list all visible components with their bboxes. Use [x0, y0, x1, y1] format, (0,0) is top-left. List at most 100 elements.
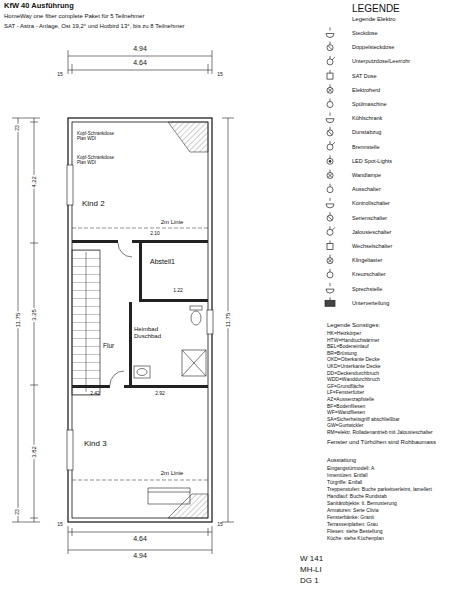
legend-symbol [330, 255, 331, 258]
room: Flur [103, 342, 114, 349]
plan-label: AZ=Aussenzapfstelle [327, 397, 374, 403]
plan-label: 15 [57, 72, 63, 78]
legend-symbol [330, 84, 331, 87]
plan-label: UKD=Unterkante Decke [327, 364, 381, 370]
plan-label: DG 1 [300, 577, 319, 586]
plan-label: 11.75 [15, 312, 22, 329]
plan-label: W 141 [300, 555, 323, 564]
room: Abstell1 [150, 258, 175, 266]
legend-text: Dunstabzug [352, 129, 381, 135]
legend-symbol [327, 87, 333, 93]
legend-symbol [328, 259, 332, 263]
plan-label: 3.25 [31, 308, 38, 322]
legend-text: Spülmaschine [352, 101, 387, 107]
plan-title: KfW 40 Ausführung [4, 2, 74, 10]
plan-label: Fliesen: siehe Bestellung [327, 529, 383, 535]
plan-label: Eingangstürmodell: A [327, 466, 374, 472]
legend-text: LED Spot-Lights [352, 158, 392, 164]
legend-symbol [330, 113, 331, 116]
legend-text: Kontrollschalter [352, 200, 390, 206]
legend-text: Kühlschrank [352, 115, 382, 121]
plan-label: Fensterbänke: Granit [327, 515, 374, 521]
legend-symbol [330, 141, 331, 144]
legend-symbol [328, 174, 332, 178]
plan-label: HomeWay one fiber complete Paket für 5 T… [4, 13, 144, 20]
legend-symbol [328, 88, 332, 92]
legend-symbol [330, 155, 331, 158]
room-name: Abstell1 [150, 258, 175, 266]
plan-label: 23 [15, 508, 21, 516]
legend-symbol [328, 131, 332, 135]
plan-label: Kopf-Schrankdose Plan WDI [77, 156, 117, 166]
plan-label: 2.42 [90, 391, 100, 397]
legend-symbol [330, 127, 331, 130]
room: Heimbad Duschbad [134, 326, 174, 339]
plan-label: 4.94 [133, 45, 147, 53]
legend-symbol [327, 130, 333, 136]
legend-symbol [330, 70, 331, 73]
legend-text: Ausschalter [352, 186, 381, 192]
plan-label: Türgriffe: Entfall [327, 480, 362, 486]
plan-label: Treppenstufen: Buche parkettverleimt, la… [327, 487, 432, 493]
plan-label: MH-LI [300, 566, 322, 575]
room: Kind 3 [84, 440, 107, 449]
plan-label: LF=Fensterfutter [327, 390, 364, 396]
legend-symbol [326, 204, 334, 208]
legend-symbol [330, 99, 331, 102]
legend-text: Brennstelle [352, 144, 380, 150]
legend-text: Steckdose [352, 30, 378, 36]
plan-label: SAT - Astra - Anlage, Ost 19,2° und Hotb… [4, 23, 185, 30]
plan-label: Fenster und Türhöhen sind Rohbaumass [327, 439, 439, 446]
plan-label: GF=Grundfläche [327, 384, 364, 390]
legend-symbol [327, 258, 333, 264]
legend-symbol [327, 187, 333, 193]
plan-label: Kopf-Schrankdose Plan WDI [77, 132, 117, 142]
legend-symbol [327, 73, 333, 79]
legend-symbol [332, 227, 335, 230]
legend-symbol [326, 33, 334, 34]
legend-symbol [332, 57, 335, 60]
plan-label: Armaturen: Serie Clivia [327, 508, 378, 514]
legend-symbol [326, 34, 334, 38]
plan-label: DD=Deckendurchbruch [327, 371, 379, 377]
legend-symbol [330, 198, 331, 201]
legend-symbol [328, 46, 332, 50]
legend-symbol [330, 56, 331, 59]
legend-symbol [330, 170, 331, 173]
legend-symbol [328, 88, 332, 92]
legend-symbol [330, 226, 331, 229]
plan-label: 2m Linie [161, 219, 184, 226]
plan-label: 15 [217, 522, 223, 528]
plan-label: RM=elektr. Rolladenantrieb mit Jalousies… [327, 430, 433, 436]
plan-label: Ausstattung [327, 457, 356, 463]
plan-label: OKD=Oberkante Decke [327, 357, 380, 363]
legend-symbol [330, 28, 331, 31]
room-name: Flur [103, 342, 114, 349]
legend-symbol [327, 244, 333, 250]
legend-symbol [326, 289, 334, 290]
plan-label: 4.94 [133, 552, 147, 560]
legend-text: Serienschalter [352, 215, 387, 221]
plan-label: 11.75 [225, 312, 232, 329]
plan-label: BR=Brüstung [327, 351, 357, 357]
legend-text: Wandlampe [352, 172, 381, 178]
legend-symbol [328, 259, 332, 263]
legend-text: Wechselschalter [352, 243, 392, 249]
room-name: Heimbad Duschbad [134, 326, 174, 339]
legend-text: Jalousieschalter [352, 229, 391, 235]
plan-label: Handlauf: Buche Rundstab [327, 494, 387, 500]
legend-text: Sprechstelle [352, 286, 382, 292]
plan-label: 2.92 [155, 391, 165, 397]
plan-label: WF=Wandfliesen [327, 410, 365, 416]
legend-text: Kreuzschalter [352, 271, 386, 277]
legend-symbol [325, 300, 335, 306]
plan-label: 2m Linie [161, 470, 184, 477]
legend-symbol [330, 184, 331, 187]
plan-label: Legende Sonstiges: [327, 322, 380, 329]
legend-text: Unterputzdose/Leerrohr [352, 58, 410, 64]
legend-symbol [327, 272, 333, 278]
legend-symbol [329, 160, 331, 162]
plan-label: LEGENDE [352, 3, 400, 14]
plan-label: 4.22 [31, 175, 38, 189]
